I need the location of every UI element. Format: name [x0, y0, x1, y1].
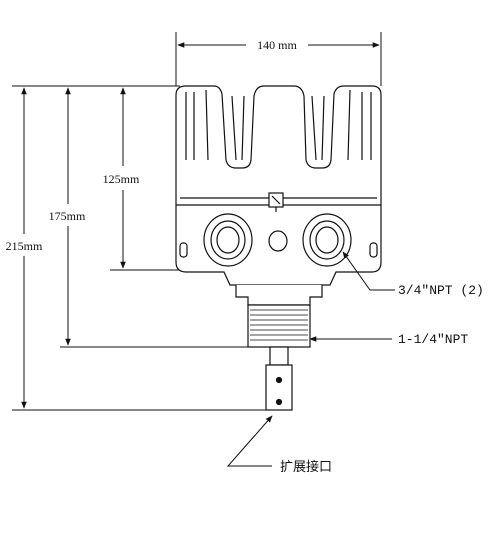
extension-probe — [265, 346, 293, 411]
thread-callout: 1-1/4"NPT — [398, 332, 468, 347]
threaded-fitting — [235, 285, 323, 348]
callout-lines — [226, 251, 395, 467]
port-right — [302, 213, 352, 267]
port-left — [203, 213, 253, 267]
height-175-label: 175mm — [49, 209, 86, 223]
width-label: 140 mm — [257, 38, 297, 52]
ports-callout: 3/4"NPT (2) — [398, 283, 484, 298]
height-dimension-lines — [12, 85, 268, 411]
height-125-label: 125mm — [103, 172, 140, 186]
extension-callout: 扩展接口 — [280, 459, 332, 474]
height-215-label: 215mm — [6, 239, 43, 253]
width-dimension — [175, 32, 382, 86]
device-housing — [175, 85, 382, 286]
center-hole — [268, 230, 288, 252]
